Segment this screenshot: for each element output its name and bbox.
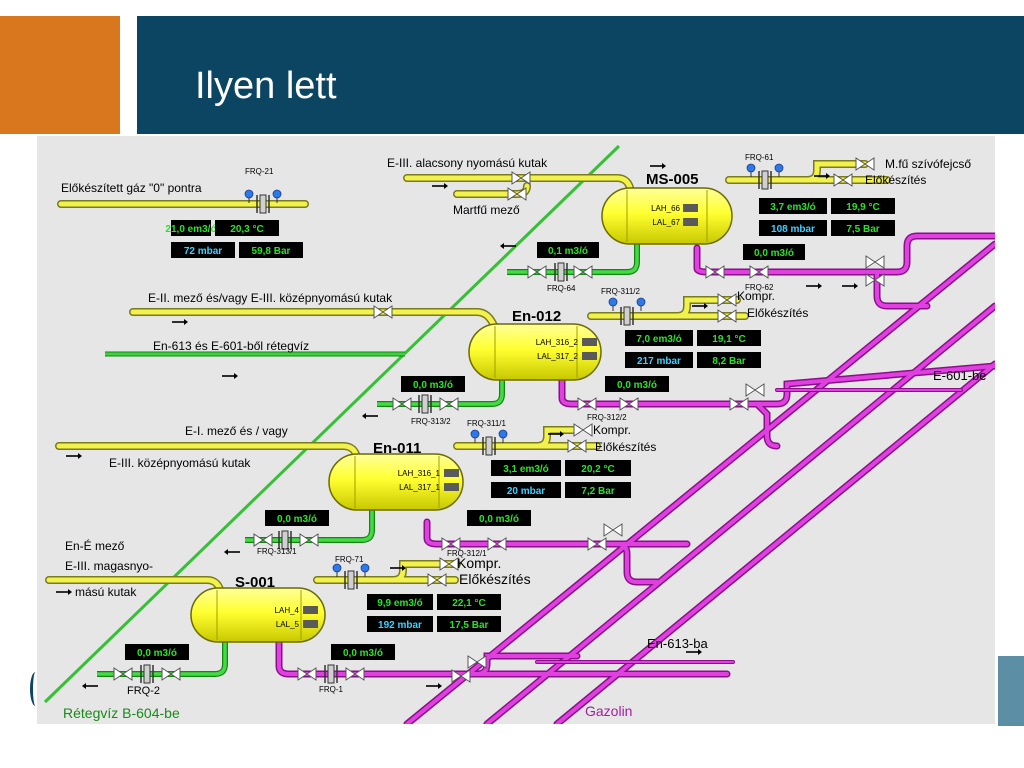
readout-en011-water: 0,0 m3/ó <box>277 514 317 525</box>
readout-ms005-liq: 0,0 m3/ó <box>754 248 794 259</box>
readout-en012-water: 0,0 m3/ó <box>413 380 453 391</box>
readout-s001-p: 17,5 Bar <box>450 620 489 631</box>
corner-arc <box>30 672 41 706</box>
tag-frq61: FRQ-61 <box>745 153 774 162</box>
readout-en011-p: 7,2 Bar <box>581 486 614 497</box>
tag-frq62: FRQ-62 <box>745 283 774 292</box>
vessel-name: MS-005 <box>646 171 699 188</box>
readout-ms005-flow: 3,7 em3/ó <box>770 202 816 213</box>
vessel-name: En-011 <box>373 440 421 457</box>
label-gazolin: Gazolin <box>585 703 632 719</box>
readout-en012-p: 8,2 Bar <box>712 356 745 367</box>
readout-ms005-p: 7,5 Bar <box>846 224 879 235</box>
lal-label: LAL_317_2 <box>537 352 578 361</box>
vessel-en012[interactable]: En-012 LAH_316_2 LAL_317_2 <box>468 308 602 381</box>
label-e3-magas-2: mású kutak <box>75 585 137 599</box>
readout-gas-dp: 72 mbar <box>184 246 222 257</box>
tag-frq64: FRQ-64 <box>547 284 576 293</box>
label-elokeszites-s001: Előkészítés <box>459 571 531 587</box>
readout-en012-temp: 19,1 °C <box>712 334 745 345</box>
label-en-e-mezo: En-É mező <box>65 538 125 553</box>
readout-en011-dp: 20 mbar <box>507 486 545 497</box>
label-e601-be: E-601-be <box>933 368 986 383</box>
label-en613-ba: En-613-ba <box>647 636 708 651</box>
lah-label: LAH_316_1 <box>398 469 441 478</box>
valve-tags: FRQ-21 FRQ-61 FRQ-62 FRQ-64 FRQ-311/2 FR… <box>127 153 774 697</box>
vessel-name: S-001 <box>235 574 275 591</box>
readout-en012-liq: 0,0 m3/ó <box>617 380 657 391</box>
tag-frq71: FRQ-71 <box>335 555 364 564</box>
label-retegviz: Rétegvíz B-604-be <box>63 705 180 721</box>
label-e1-mezo: E-I. mező és / vagy <box>185 424 288 438</box>
lal-indicator <box>683 218 698 226</box>
label-elokeszites-ms005: Előkészítés <box>865 173 926 187</box>
label-e3-kozep: E-III. középnyomású kutak <box>109 456 251 470</box>
lah-indicator <box>683 204 698 212</box>
lal-indicator <box>303 620 318 628</box>
lal-label: LAL_317_1 <box>399 483 440 492</box>
corner-decoration <box>998 656 1024 726</box>
tag-frq21: FRQ-21 <box>245 167 274 176</box>
label-martfu-mezo: Martfű mező <box>453 203 520 217</box>
title-bar: Ilyen lett <box>137 16 1024 134</box>
readout-en012-flow: 7,0 em3/ó <box>636 334 682 345</box>
readout-en011-liq: 0,0 m3/ó <box>479 514 519 525</box>
readout-gas-p: 59,8 Bar <box>252 246 291 257</box>
gazolin-pipes <box>275 232 995 724</box>
readout-s001-temp: 22,1 °C <box>452 598 485 609</box>
vessel-s001[interactable]: S-001 LAH_4 LAL_5 <box>190 574 326 643</box>
vessel-en011[interactable]: En-011 LAH_316_1 LAL_317_1 <box>328 440 464 511</box>
pipe-labels: Előkészített gáz "0" pontra E-III. alacs… <box>61 156 986 721</box>
readout-en011-temp: 20,2 °C <box>581 464 614 475</box>
lah-indicator <box>303 606 318 614</box>
lah-label: LAH_4 <box>275 606 300 615</box>
lah-label: LAH_316_2 <box>536 338 579 347</box>
water-main-pipe <box>43 144 621 704</box>
label-e3-alacsony: E-III. alacsony nyomású kutak <box>387 156 548 170</box>
readout-s001-liq: 0,0 m3/ó <box>343 648 383 659</box>
lah-indicator <box>444 469 459 477</box>
tag-frq1: FRQ-1 <box>319 685 344 694</box>
label-kompr-en011: Kompr. <box>593 423 631 437</box>
readout-en012-dp: 217 mbar <box>637 356 681 367</box>
process-diagram: MS-005 LAH_66 LAL_67 En-012 LAH_316_2 LA… <box>37 136 995 724</box>
slide-title: Ilyen lett <box>195 65 337 107</box>
readout-ms005-dp: 108 mbar <box>771 224 815 235</box>
tag-frq313-1: FRQ-313/1 <box>257 547 297 556</box>
tag-frq311-2: FRQ-311/2 <box>601 287 641 296</box>
water-pipes <box>97 236 640 677</box>
readouts: 21,0 em3/ó 20,3 °C 72 mbar 59,8 Bar 3,7 … <box>125 198 895 660</box>
accent-block <box>0 16 120 134</box>
readout-gas-flow: 21,0 em3/ó <box>165 224 216 235</box>
label-kompr-s001: Kompr. <box>457 555 501 571</box>
label-m-fu: M.fű szívófejcső <box>885 157 971 171</box>
readout-frq64-flow: 0,1 m3/ó <box>548 246 588 257</box>
label-e2-mezo: E-II. mező és/vagy E-III. középnyomású k… <box>148 291 393 305</box>
vessel-ms005[interactable]: MS-005 LAH_66 LAL_67 <box>601 171 733 245</box>
lah-label: LAH_66 <box>651 204 680 213</box>
label-elokeszitett-gaz: Előkészített gáz "0" pontra <box>61 181 202 195</box>
label-kompr-en012: Kompr. <box>737 289 775 303</box>
readout-s001-water: 0,0 m3/ó <box>137 648 177 659</box>
label-elokeszites-en012: Előkészítés <box>747 306 808 320</box>
label-elokeszites-en011: Előkészítés <box>595 440 656 454</box>
tag-frq311-1: FRQ-311/1 <box>467 419 507 428</box>
lah-indicator <box>582 338 597 346</box>
tag-frq313-2: FRQ-313/2 <box>411 417 451 426</box>
readout-s001-dp: 192 mbar <box>378 620 422 631</box>
readout-ms005-temp: 19,9 °C <box>846 202 879 213</box>
lal-label: LAL_67 <box>652 218 680 227</box>
lal-label: LAL_5 <box>276 620 300 629</box>
tag-frq2: FRQ-2 <box>127 685 160 697</box>
lal-indicator <box>582 352 597 360</box>
readout-s001-flow: 9,9 em3/ó <box>377 598 423 609</box>
label-en613-e601: En-613 és E-601-ből rétegvíz <box>153 339 309 353</box>
vessel-name: En-012 <box>512 308 561 325</box>
tag-frq312-2: FRQ-312/2 <box>587 413 627 422</box>
readout-en011-flow: 3,1 em3/ó <box>503 464 549 475</box>
readout-gas-temp: 20,3 °C <box>230 224 263 235</box>
lal-indicator <box>444 483 459 491</box>
tag-frq312-1: FRQ-312/1 <box>447 549 487 558</box>
label-e3-magas-1: E-III. magasnyo- <box>65 559 153 573</box>
